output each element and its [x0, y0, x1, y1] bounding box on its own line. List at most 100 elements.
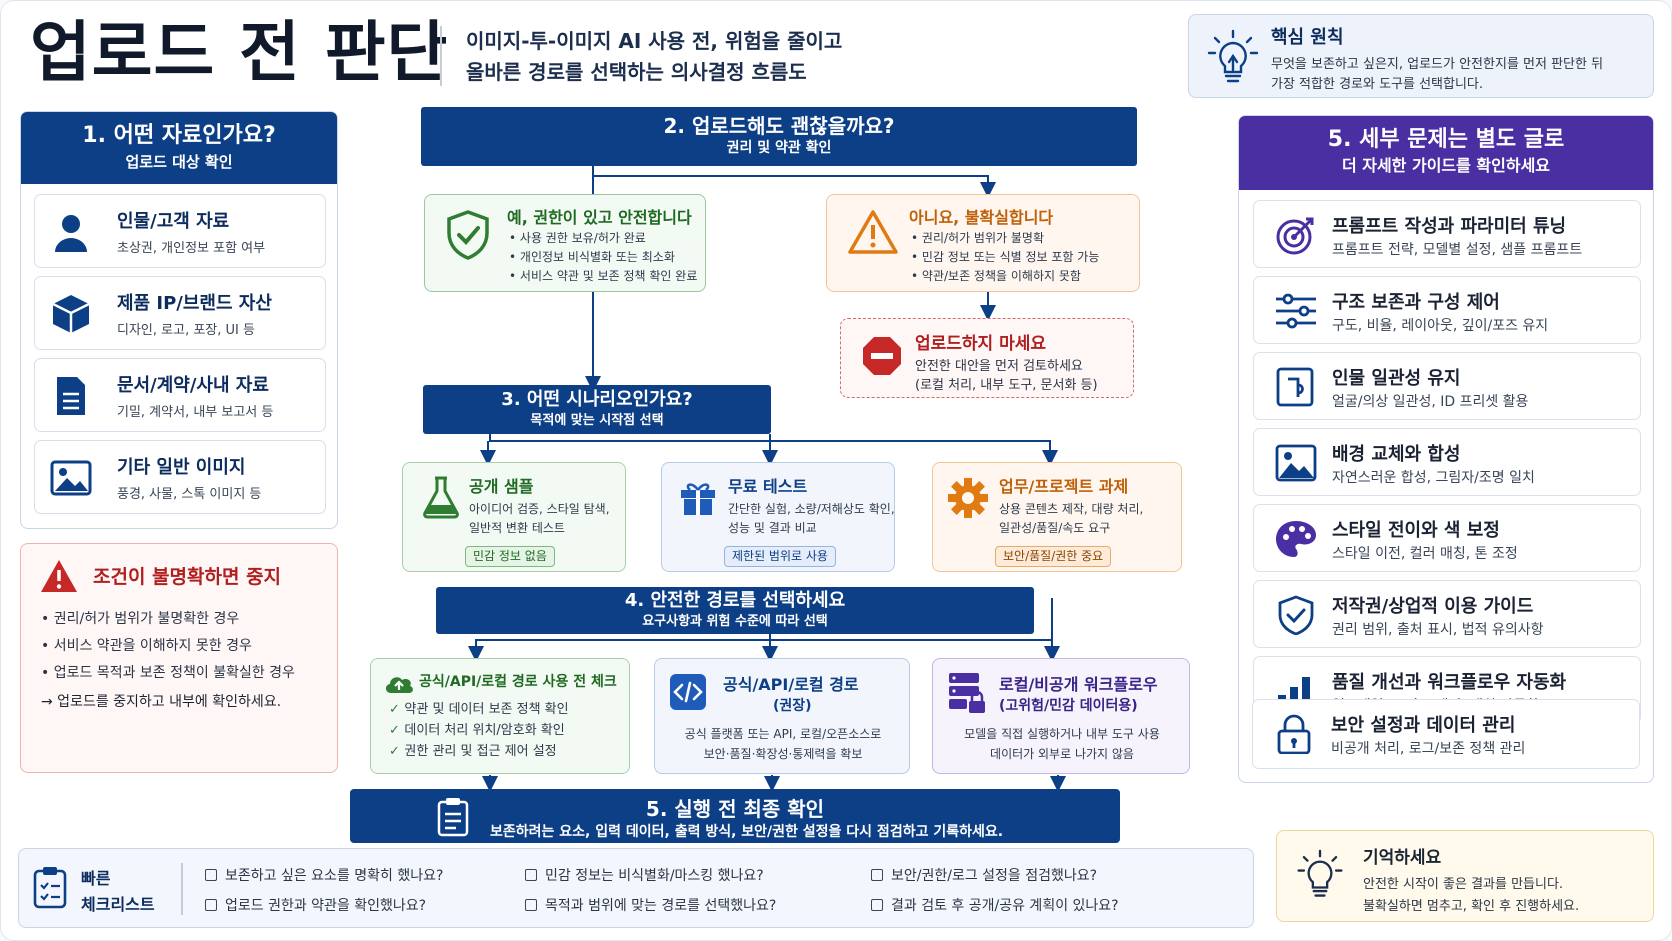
no-item: 권리/허가 범위가 불명확	[911, 229, 1099, 248]
scenario-title: 공개 샘플	[469, 477, 534, 496]
yes-item: 개인정보 비식별화 또는 최소화	[509, 248, 697, 267]
guide-item-title: 인물 일관성 유지	[1332, 368, 1461, 389]
checkbox[interactable]	[205, 869, 217, 881]
guide-item-style[interactable]: 스타일 전이와 색 보정 스타일 이전, 컬러 매칭, 톤 조정	[1253, 504, 1641, 572]
image-icon	[50, 460, 92, 496]
guide-item-structure[interactable]: 구조 보존과 구성 제어 구도, 비율, 레이아웃, 깊이/포즈 유지	[1253, 276, 1641, 344]
image-icon	[1275, 444, 1317, 482]
guide-item-prompt[interactable]: 프롬프트 작성과 파라미터 튜닝 프롬프트 전략, 모델별 설정, 샘플 프롬프…	[1253, 200, 1641, 268]
remember-box: 기억하세요 안전한 시작이 좋은 결과를 만듭니다. 불확실하면 멈추고, 확인…	[1276, 830, 1654, 922]
principle-line2: 가장 적합한 경로와 도구를 선택합니다.	[1271, 77, 1484, 92]
scenario-line2: 일관성/품질/속도 요구	[999, 521, 1111, 535]
guide-item-consistency[interactable]: 인물 일관성 유지 얼굴/의상 일관성, ID 프리셋 활용	[1253, 352, 1641, 420]
dont-line2: (로컬 처리, 내부 도구, 문서화 등)	[915, 378, 1098, 393]
path-local-box[interactable]: 로컬/비공개 워크플로우 (고위험/민감 데이터용) 모델을 직접 실행하거나 …	[932, 658, 1190, 774]
guide-item-background[interactable]: 배경 교체와 합성 자연스러운 합성, 그림자/조명 일치	[1253, 428, 1641, 496]
scenario-line2: 일반적 변환 테스트	[469, 521, 565, 535]
guide-item-title: 배경 교체와 합성	[1332, 444, 1461, 465]
server-lock-icon	[949, 673, 985, 713]
guide-item-desc: 프롬프트 전략, 모델별 설정, 샘플 프롬프트	[1332, 242, 1583, 258]
sliders-icon	[1276, 293, 1316, 329]
material-item-desc: 초상권, 개인정보 포함 여부	[117, 241, 266, 256]
local-line1: 모델을 직접 실행하거나 내부 도구 사용	[964, 727, 1160, 741]
yes-item: 사용 권한 보유/허가 완료	[509, 229, 697, 248]
step4-title: 4. 안전한 경로를 선택하세요	[624, 590, 846, 611]
portrait-icon	[1276, 367, 1314, 407]
yes-title: 예, 권한이 있고 안전합니다	[507, 208, 692, 227]
person-icon	[55, 215, 87, 252]
scenario-public-sample[interactable]: 공개 샘플 아이디어 검증, 스타일 탐색, 일반적 변환 테스트 민감 정보 …	[402, 462, 626, 572]
no-list: 권리/허가 범위가 불명확 민감 정보 또는 식별 정보 포함 가능 약관/보존…	[911, 229, 1099, 286]
path-official-box[interactable]: 공식/API/로컬 경로 (권장) 공식 플랫폼 또는 API, 로컬/오픈소스…	[654, 658, 910, 774]
checkbox[interactable]	[525, 899, 537, 911]
precheck-item: 권한 관리 및 접근 제어 설정	[389, 741, 569, 762]
step4-subtitle: 요구사항과 위험 수준에 따라 선택	[642, 614, 828, 629]
clipboard-icon	[33, 867, 67, 909]
scenario-title: 업무/프로젝트 과제	[999, 477, 1129, 496]
checklist-item[interactable]: 결과 검토 후 공개/공유 계획이 있나요?	[871, 895, 1119, 915]
step1-header: 1. 어떤 자료인가요? 업로드 대상 확인	[21, 112, 337, 184]
scenario-work-project[interactable]: 업무/프로젝트 과제 상용 콘텐츠 제작, 대량 처리, 일관성/품질/속도 요…	[932, 462, 1182, 572]
material-item-person[interactable]: 인물/고객 자료 초상권, 개인정보 포함 여부	[34, 194, 326, 268]
checkbox[interactable]	[205, 899, 217, 911]
material-item-title: 기타 일반 이미지	[117, 457, 246, 478]
remember-title: 기억하세요	[1363, 848, 1442, 868]
checklist-title-line1: 빠른	[81, 869, 111, 888]
material-item-brand[interactable]: 제품 IP/브랜드 자산 디자인, 로고, 포장, UI 등	[34, 276, 326, 350]
step1-panel: 1. 어떤 자료인가요? 업로드 대상 확인 인물/고객 자료 초상권, 개인정…	[20, 111, 338, 529]
lock-icon	[1277, 714, 1311, 754]
shield-check-icon	[447, 210, 489, 260]
gear-icon	[948, 478, 988, 518]
precheck-title: 공식/API/로컬 경로 사용 전 체크	[419, 674, 617, 690]
local-title: 로컬/비공개 워크플로우	[999, 675, 1158, 694]
step2-title: 2. 업로드해도 괜찮을까요?	[663, 114, 895, 138]
guide-item-copyright[interactable]: 저작권/상업적 이용 가이드 권리 범위, 출처 표시, 법적 유의사항	[1253, 580, 1641, 648]
official-title: 공식/API/로컬 경로	[723, 675, 859, 694]
stop-condition: • 서비스 약관을 이해하지 못한 경우	[41, 638, 252, 654]
step2-bar: 2. 업로드해도 괜찮을까요? 권리 및 약관 확인	[421, 107, 1137, 166]
lightbulb-icon	[1297, 849, 1343, 897]
checklist-item[interactable]: 목적과 범위에 맞는 경로를 선택했나요?	[525, 895, 776, 915]
quick-checklist: 빠른 체크리스트 보존하고 싶은 요소를 명확히 했나요? 민감 정보는 비식별…	[18, 848, 1254, 928]
checklist-item[interactable]: 민감 정보는 비식별화/마스킹 했나요?	[525, 865, 764, 885]
checkbox[interactable]	[871, 869, 883, 881]
scenario-free-test[interactable]: 무료 테스트 간단한 실험, 소량/저해상도 확인, 성능 및 결과 비교 제한…	[661, 462, 895, 572]
step2-no-box[interactable]: 아니요, 불확실합니다 권리/허가 범위가 불명확 민감 정보 또는 식별 정보…	[826, 194, 1140, 292]
step5-final-subtitle: 보존하려는 요소, 입력 데이터, 출력 방식, 보안/권한 설정을 다시 점검…	[490, 824, 1004, 840]
precheck-item: 데이터 처리 위치/암호화 확인	[389, 720, 569, 741]
stop-action: → 업로드를 중지하고 내부에 확인하세요.	[41, 694, 282, 710]
warning-icon	[848, 210, 898, 254]
no-item: 민감 정보 또는 식별 정보 포함 가능	[911, 248, 1099, 267]
guide-item-data-security[interactable]: 보안 설정과 데이터 관리 비공개 처리, 로그/보존 정책 관리	[1252, 699, 1640, 769]
cube-icon	[52, 295, 90, 333]
checklist-title-line2: 체크리스트	[81, 895, 155, 914]
checkbox[interactable]	[525, 869, 537, 881]
guide-item-title: 스타일 전이와 색 보정	[1332, 520, 1500, 541]
guide-item-desc: 비공개 처리, 로그/보존 정책 관리	[1331, 741, 1526, 757]
yes-list: 사용 권한 보유/허가 완료 개인정보 비식별화 또는 최소화 서비스 약관 및…	[509, 229, 697, 286]
dont-upload-box[interactable]: 업로드하지 마세요 안전한 대안을 먼저 검토하세요 (로컬 처리, 내부 도구…	[840, 318, 1134, 398]
precheck-item: 약관 및 데이터 보존 정책 확인	[389, 699, 568, 720]
step5-final-bar: 5. 실행 전 최종 확인 보존하려는 요소, 입력 데이터, 출력 방식, 보…	[350, 789, 1120, 843]
dont-line1: 안전한 대안을 먼저 검토하세요	[915, 359, 1083, 374]
stop-condition: • 업로드 목적과 보존 정책이 불확실한 경우	[41, 665, 295, 681]
guide-item-title: 프롬프트 작성과 파라미터 튜닝	[1332, 216, 1567, 237]
checklist-item[interactable]: 업로드 권한과 약관을 확인했나요?	[205, 895, 426, 915]
material-item-title: 제품 IP/브랜드 자산	[117, 293, 272, 314]
checkbox[interactable]	[871, 899, 883, 911]
checklist-item[interactable]: 보안/권한/로그 설정을 점검했나요?	[871, 865, 1097, 885]
guide-subtitle: 더 자세한 가이드를 확인하세요	[1341, 156, 1551, 175]
scenario-tag: 민감 정보 없음	[465, 546, 555, 567]
official-line2: 보안·품질·확장성·통제력을 확보	[703, 747, 863, 761]
path-precheck-box[interactable]: 공식/API/로컬 경로 사용 전 체크 약관 및 데이터 보존 정책 확인 데…	[370, 658, 630, 774]
material-item-title: 문서/계약/사내 자료	[117, 375, 269, 396]
scenario-line2: 성능 및 결과 비교	[728, 521, 817, 535]
material-item-document[interactable]: 문서/계약/사내 자료 기밀, 계약서, 내부 보고서 등	[34, 358, 326, 432]
step2-yes-box[interactable]: 예, 권한이 있고 안전합니다 사용 권한 보유/허가 완료 개인정보 비식별화…	[424, 194, 706, 292]
guide-item-desc: 스타일 이전, 컬러 매칭, 톤 조정	[1332, 546, 1518, 562]
checklist-item[interactable]: 보존하고 싶은 요소를 명확히 했나요?	[205, 865, 443, 885]
principle-line1: 무엇을 보존하고 싶은지, 업로드가 안전한지를 먼저 판단한 뒤	[1271, 57, 1604, 72]
principle-box: 핵심 원칙 무엇을 보존하고 싶은지, 업로드가 안전한지를 먼저 판단한 뒤 …	[1188, 14, 1654, 98]
material-item-general-image[interactable]: 기타 일반 이미지 풍경, 사물, 스톡 이미지 등	[34, 440, 326, 514]
code-icon	[670, 674, 706, 710]
